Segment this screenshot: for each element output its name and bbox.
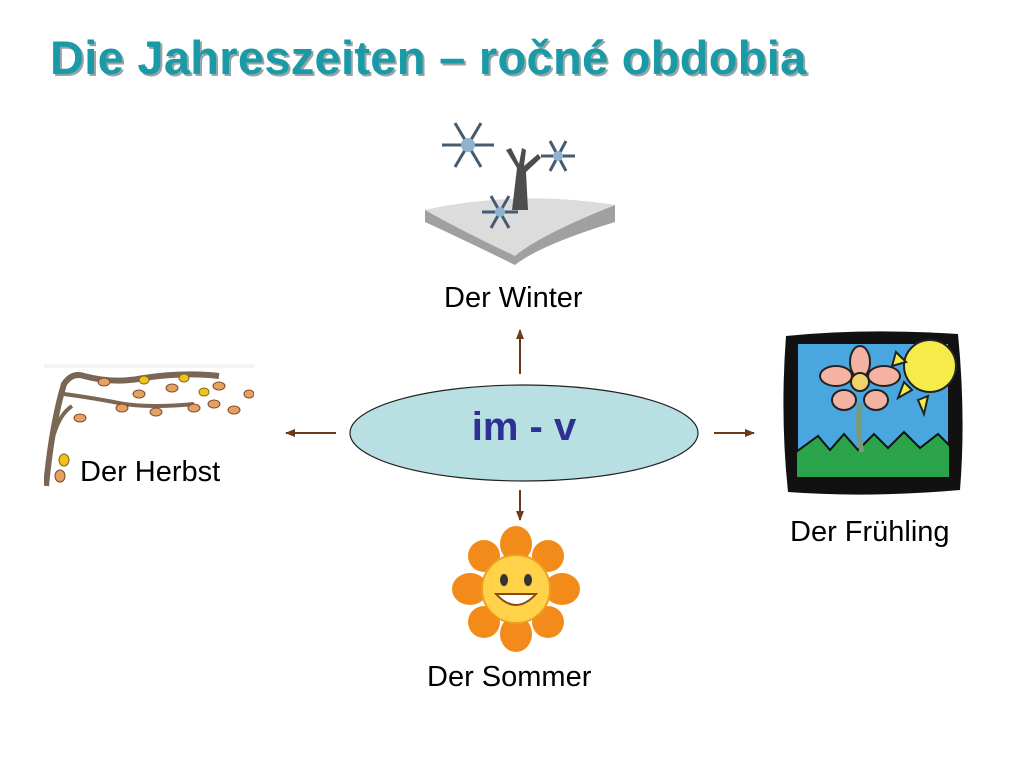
- smiling-sun-icon: [452, 526, 580, 652]
- autumn-branch-icon: [44, 364, 254, 487]
- label-fruehling: Der Frühling: [790, 516, 950, 548]
- label-winter: Der Winter: [444, 282, 583, 314]
- center-ellipse: [349, 384, 699, 482]
- snowy-tree-icon: [425, 122, 615, 265]
- center-label: im - v: [471, 405, 577, 449]
- label-sommer: Der Sommer: [427, 661, 592, 693]
- label-herbst: Der Herbst: [80, 456, 221, 488]
- page-title: Die Jahreszeiten – ročné obdobia: [50, 31, 807, 84]
- spring-flower-icon: [783, 331, 963, 495]
